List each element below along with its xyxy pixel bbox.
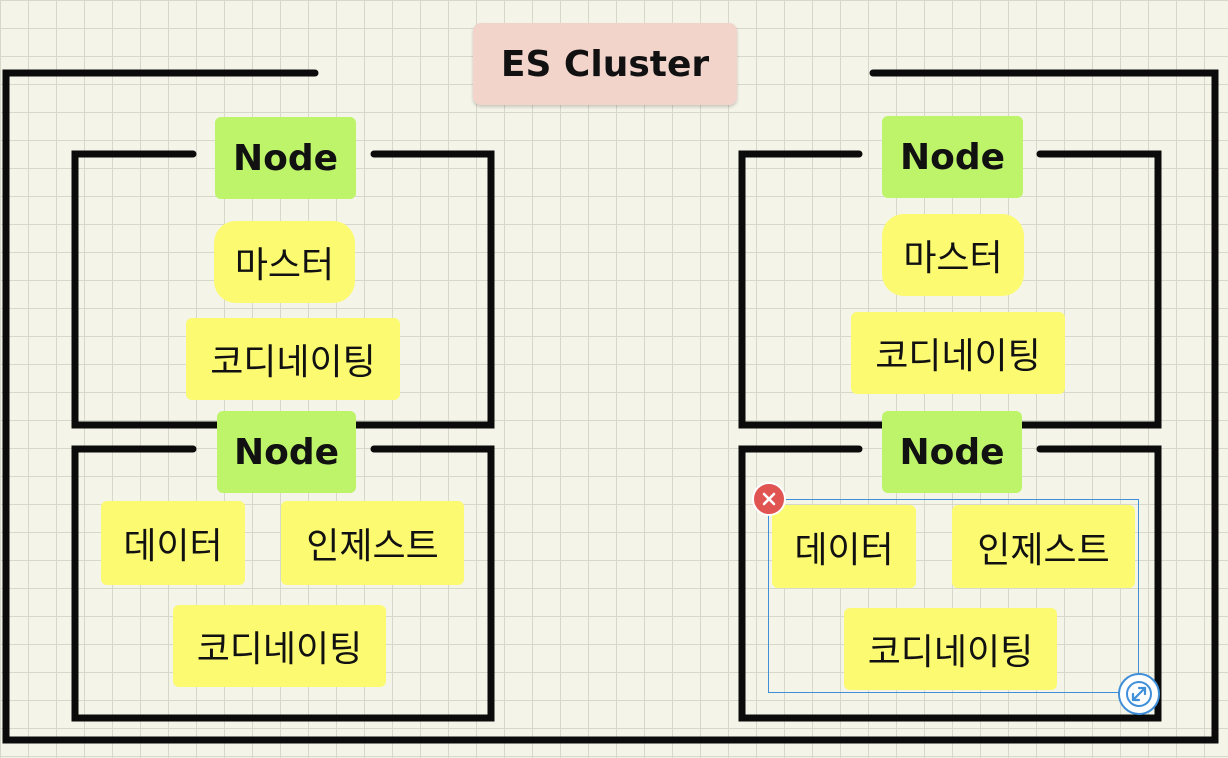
role-label: 데이터 — [123, 526, 223, 567]
node-frame-bottom-right — [738, 445, 1162, 722]
node-label-note[interactable]: Node — [882, 116, 1023, 198]
role-note-data[interactable]: 데이터 — [101, 501, 245, 585]
selection-box[interactable] — [768, 499, 1139, 693]
node-label-note[interactable]: Node — [217, 411, 356, 493]
close-icon — [762, 492, 776, 506]
role-note-master[interactable]: 마스터 — [882, 214, 1024, 296]
role-note-coordinating[interactable]: 코디네이팅 — [173, 605, 386, 687]
role-note-coordinating[interactable]: 코디네이팅 — [851, 312, 1065, 394]
node-label-note[interactable]: Node — [215, 117, 356, 199]
role-note-data[interactable]: 데이터 — [772, 505, 916, 588]
role-label: 데이터 — [794, 529, 894, 571]
node-label: Node — [899, 136, 1006, 178]
role-note-coordinating[interactable]: 코디네이팅 — [186, 318, 400, 400]
role-note-coordinating[interactable]: 코디네이팅 — [844, 608, 1057, 690]
role-note-ingest[interactable]: 인제스트 — [281, 501, 464, 585]
role-note-master[interactable]: 마스터 — [214, 221, 355, 303]
role-label: 코디네이팅 — [875, 336, 1041, 377]
node-label: Node — [232, 137, 339, 179]
role-label: 인제스트 — [977, 529, 1110, 571]
resize-handle[interactable] — [1118, 673, 1160, 715]
cluster-title: ES Cluster — [500, 43, 710, 85]
role-label: 인제스트 — [306, 526, 439, 567]
cluster-title-note[interactable]: ES Cluster — [473, 23, 737, 105]
role-label: 마스터 — [234, 245, 335, 286]
cluster-frame — [2, 69, 1219, 744]
node-label-note[interactable]: Node — [882, 411, 1022, 493]
node-label: Node — [233, 431, 340, 473]
delete-selection-button[interactable] — [752, 482, 786, 516]
resize-arrows-icon — [1126, 681, 1152, 707]
role-label: 코디네이팅 — [210, 342, 376, 383]
role-label: 코디네이팅 — [867, 632, 1034, 673]
role-label: 마스터 — [903, 238, 1003, 279]
node-label: Node — [899, 431, 1005, 473]
role-note-ingest[interactable]: 인제스트 — [952, 505, 1135, 588]
node-frame-bottom-left — [71, 445, 495, 722]
role-label: 코디네이팅 — [196, 629, 363, 670]
